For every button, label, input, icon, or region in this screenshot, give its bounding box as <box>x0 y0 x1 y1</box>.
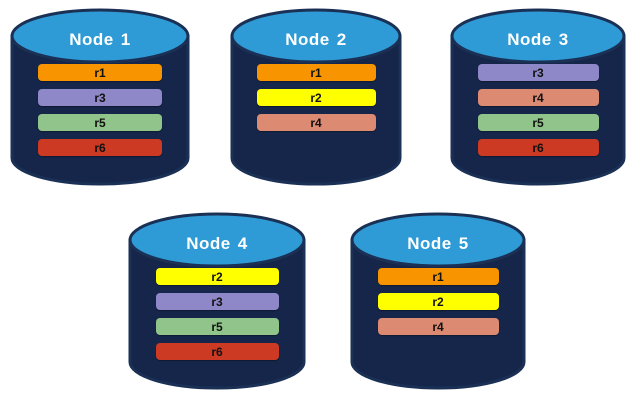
record-label: r2 <box>310 90 322 105</box>
cylinder-top-ellipse <box>230 8 402 64</box>
record-bar-r2: r2 <box>377 293 499 310</box>
record-list: r2 r3 r5 r6 <box>128 268 306 360</box>
record-bar-r6: r6 <box>38 139 162 156</box>
record-bar-r2: r2 <box>155 268 279 285</box>
record-label: r4 <box>310 115 322 130</box>
cylinder-top-ellipse <box>450 8 626 64</box>
record-bar-r5: r5 <box>477 114 599 131</box>
record-list: r3 r4 r5 r6 <box>450 64 626 156</box>
record-label: r4 <box>532 90 544 105</box>
record-bar-r3: r3 <box>477 64 599 81</box>
record-bar-r4: r4 <box>377 318 499 335</box>
cylinder-top-ellipse <box>350 212 526 268</box>
record-bar-r1: r1 <box>256 64 376 81</box>
record-label: r2 <box>432 294 444 309</box>
record-label: r3 <box>94 90 106 105</box>
record-list: r1 r3 r5 r6 <box>10 64 190 156</box>
record-bar-r4: r4 <box>256 114 376 131</box>
record-bar-r1: r1 <box>38 64 162 81</box>
record-bar-r6: r6 <box>477 139 599 156</box>
record-label: r2 <box>211 269 223 284</box>
record-label: r6 <box>211 344 223 359</box>
record-label: r4 <box>432 319 444 334</box>
record-label: r1 <box>432 269 444 284</box>
record-label: r1 <box>94 65 106 80</box>
record-label: r5 <box>211 319 223 334</box>
record-bar-r3: r3 <box>155 293 279 310</box>
record-list: r1 r2 r4 <box>230 64 402 131</box>
record-bar-r2: r2 <box>256 89 376 106</box>
record-label: r3 <box>532 65 544 80</box>
record-bar-r1: r1 <box>377 268 499 285</box>
record-label: r5 <box>532 115 544 130</box>
record-bar-r5: r5 <box>38 114 162 131</box>
record-bar-r4: r4 <box>477 89 599 106</box>
record-label: r1 <box>310 65 322 80</box>
record-label: r3 <box>211 294 223 309</box>
record-bar-r6: r6 <box>155 343 279 360</box>
record-list: r1 r2 r4 <box>350 268 526 335</box>
cylinder-top-ellipse <box>128 212 306 268</box>
record-label: r6 <box>94 140 106 155</box>
record-label: r5 <box>94 115 106 130</box>
record-bar-r3: r3 <box>38 89 162 106</box>
cylinder-top-ellipse <box>10 8 190 64</box>
record-label: r6 <box>532 140 544 155</box>
record-bar-r5: r5 <box>155 318 279 335</box>
